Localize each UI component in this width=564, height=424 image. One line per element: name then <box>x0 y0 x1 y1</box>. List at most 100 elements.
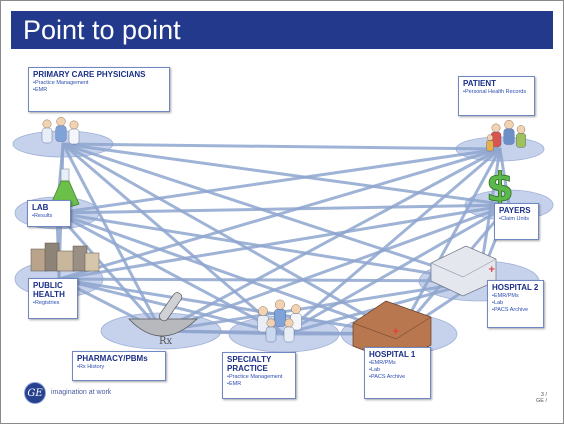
node-item: EMR <box>33 87 165 94</box>
node-item: EMR <box>227 381 291 388</box>
person-head <box>274 299 286 310</box>
link-public_health-hospital1 <box>57 277 401 336</box>
link-patient-pharmacy <box>159 147 502 333</box>
node-title: PRIMARY CARE PHYSICIANS <box>33 70 146 79</box>
building-block <box>56 250 76 272</box>
node-card-patient: PATIENT Personal Health Records <box>458 76 535 116</box>
node-item-list: Personal Health Records <box>463 89 530 96</box>
link-lab-hospital2 <box>55 211 481 283</box>
person-body <box>41 127 53 144</box>
node-item: Lab <box>369 367 426 374</box>
link-lab-payers <box>55 203 511 215</box>
link-patient-hospital1 <box>397 147 502 336</box>
link-hospital2-pharmacy <box>159 279 481 333</box>
node-item: Lab <box>492 300 539 307</box>
node-item-list: EMR/PMs Lab PACS Archive <box>492 293 539 314</box>
page-number: 3 / GE / <box>536 392 547 404</box>
node-item: Practice Management <box>33 80 165 87</box>
person-head <box>284 318 294 328</box>
node-card-specialty-practice: SPECIALTY PRACTICE Practice Management E… <box>222 352 296 399</box>
person-head <box>42 119 52 129</box>
hospital-2-edge <box>430 258 497 278</box>
page-number-value: 3 / <box>540 392 548 398</box>
person-body <box>503 128 515 145</box>
node-title: SPECIALTY PRACTICE <box>227 355 272 373</box>
person-head <box>266 318 276 328</box>
mortar-pestle-icon: Rx <box>128 292 199 347</box>
link-lab-hospital1 <box>55 211 401 336</box>
person-head <box>291 304 301 314</box>
link-pcp-hospital2 <box>61 142 481 283</box>
person-head <box>258 306 268 316</box>
node-card-public-health: PUBLIC HEALTH Registries <box>28 278 78 319</box>
person-body <box>68 128 80 145</box>
link-lab-specialty <box>55 211 286 336</box>
link-payers-specialty <box>282 203 511 336</box>
node-title: PATIENT <box>463 79 497 88</box>
node-item: EMR/PMs <box>369 360 426 367</box>
link-payers-pharmacy <box>159 203 511 333</box>
page-number-label: GE / <box>536 398 548 404</box>
node-item-list: EMR/PMs Lab PACS Archive <box>369 360 426 381</box>
node-item-list: Rx History <box>77 364 161 371</box>
node-item: Practice Management <box>227 374 291 381</box>
building-block <box>84 252 100 272</box>
node-title: PHARMACY/PBMs <box>77 354 148 363</box>
node-card-payers: PAYERS Claim Units <box>494 203 539 240</box>
person-body <box>55 125 67 142</box>
hospital-2-cross: + <box>488 265 496 275</box>
node-item: PACS Archive <box>492 307 539 314</box>
node-item-list: Claim Units <box>499 216 534 223</box>
node-item: Rx History <box>77 364 161 371</box>
person-head <box>56 116 66 127</box>
node-card-lab: LAB Results <box>27 200 71 227</box>
hospital-1-cross: + <box>392 327 400 337</box>
node-title: LAB <box>32 203 49 212</box>
node-card-pharmacy: PHARMACY/PBMs Rx History <box>72 351 166 381</box>
physicians-group-icon <box>41 116 80 145</box>
node-item-list: Results <box>32 213 66 220</box>
link-patient-payers <box>498 147 511 207</box>
node-item: Registries <box>33 300 73 307</box>
mortar-bowl <box>128 318 199 337</box>
person-head <box>69 120 79 130</box>
node-item-list: Registries <box>33 300 73 307</box>
pestle <box>158 292 183 322</box>
person-head <box>504 119 514 130</box>
node-item: PACS Archive <box>369 374 426 381</box>
node-card-hospital-2: HOSPITAL 2 EMR/PMs Lab PACS Archive <box>487 280 544 328</box>
slide-title: Point to point <box>11 11 553 49</box>
link-patient-public_health <box>57 147 502 281</box>
node-title: HOSPITAL 1 <box>369 350 416 359</box>
link-pcp-specialty <box>61 142 286 336</box>
node-item: Personal Health Records <box>463 89 530 96</box>
node-item-list: Practice Management EMR <box>33 80 165 94</box>
specialists-group-icon <box>257 299 302 343</box>
node-card-hospital-1: HOSPITAL 1 EMR/PMs Lab PACS Archive <box>364 347 431 399</box>
link-payers-public_health <box>57 203 511 281</box>
ge-logo: GE <box>24 382 46 404</box>
hospital-1-edge <box>352 316 432 340</box>
city-buildings-icon <box>30 242 100 272</box>
node-card-primary-care-physicians: PRIMARY CARE PHYSICIANS Practice Managem… <box>28 67 170 112</box>
building-block <box>30 248 48 272</box>
link-pcp-payers <box>61 142 511 207</box>
person-head <box>516 125 526 134</box>
link-patient-specialty <box>282 147 502 336</box>
node-item: Claim Units <box>499 216 534 223</box>
node-item: Results <box>32 213 66 220</box>
rx-glyph: Rx <box>159 336 173 347</box>
tagline: imagination at work <box>51 389 112 396</box>
link-public_health-hospital2 <box>57 277 481 283</box>
person-head <box>491 123 501 133</box>
node-title: HOSPITAL 2 <box>492 283 539 292</box>
node-title: PUBLIC HEALTH <box>33 281 65 299</box>
link-patient-lab <box>55 147 502 215</box>
link-pcp-patient <box>61 142 502 151</box>
person-head <box>486 134 494 141</box>
person-body <box>274 309 286 327</box>
person-body <box>486 140 494 152</box>
flask-neck <box>60 168 70 182</box>
person-body <box>516 133 526 148</box>
